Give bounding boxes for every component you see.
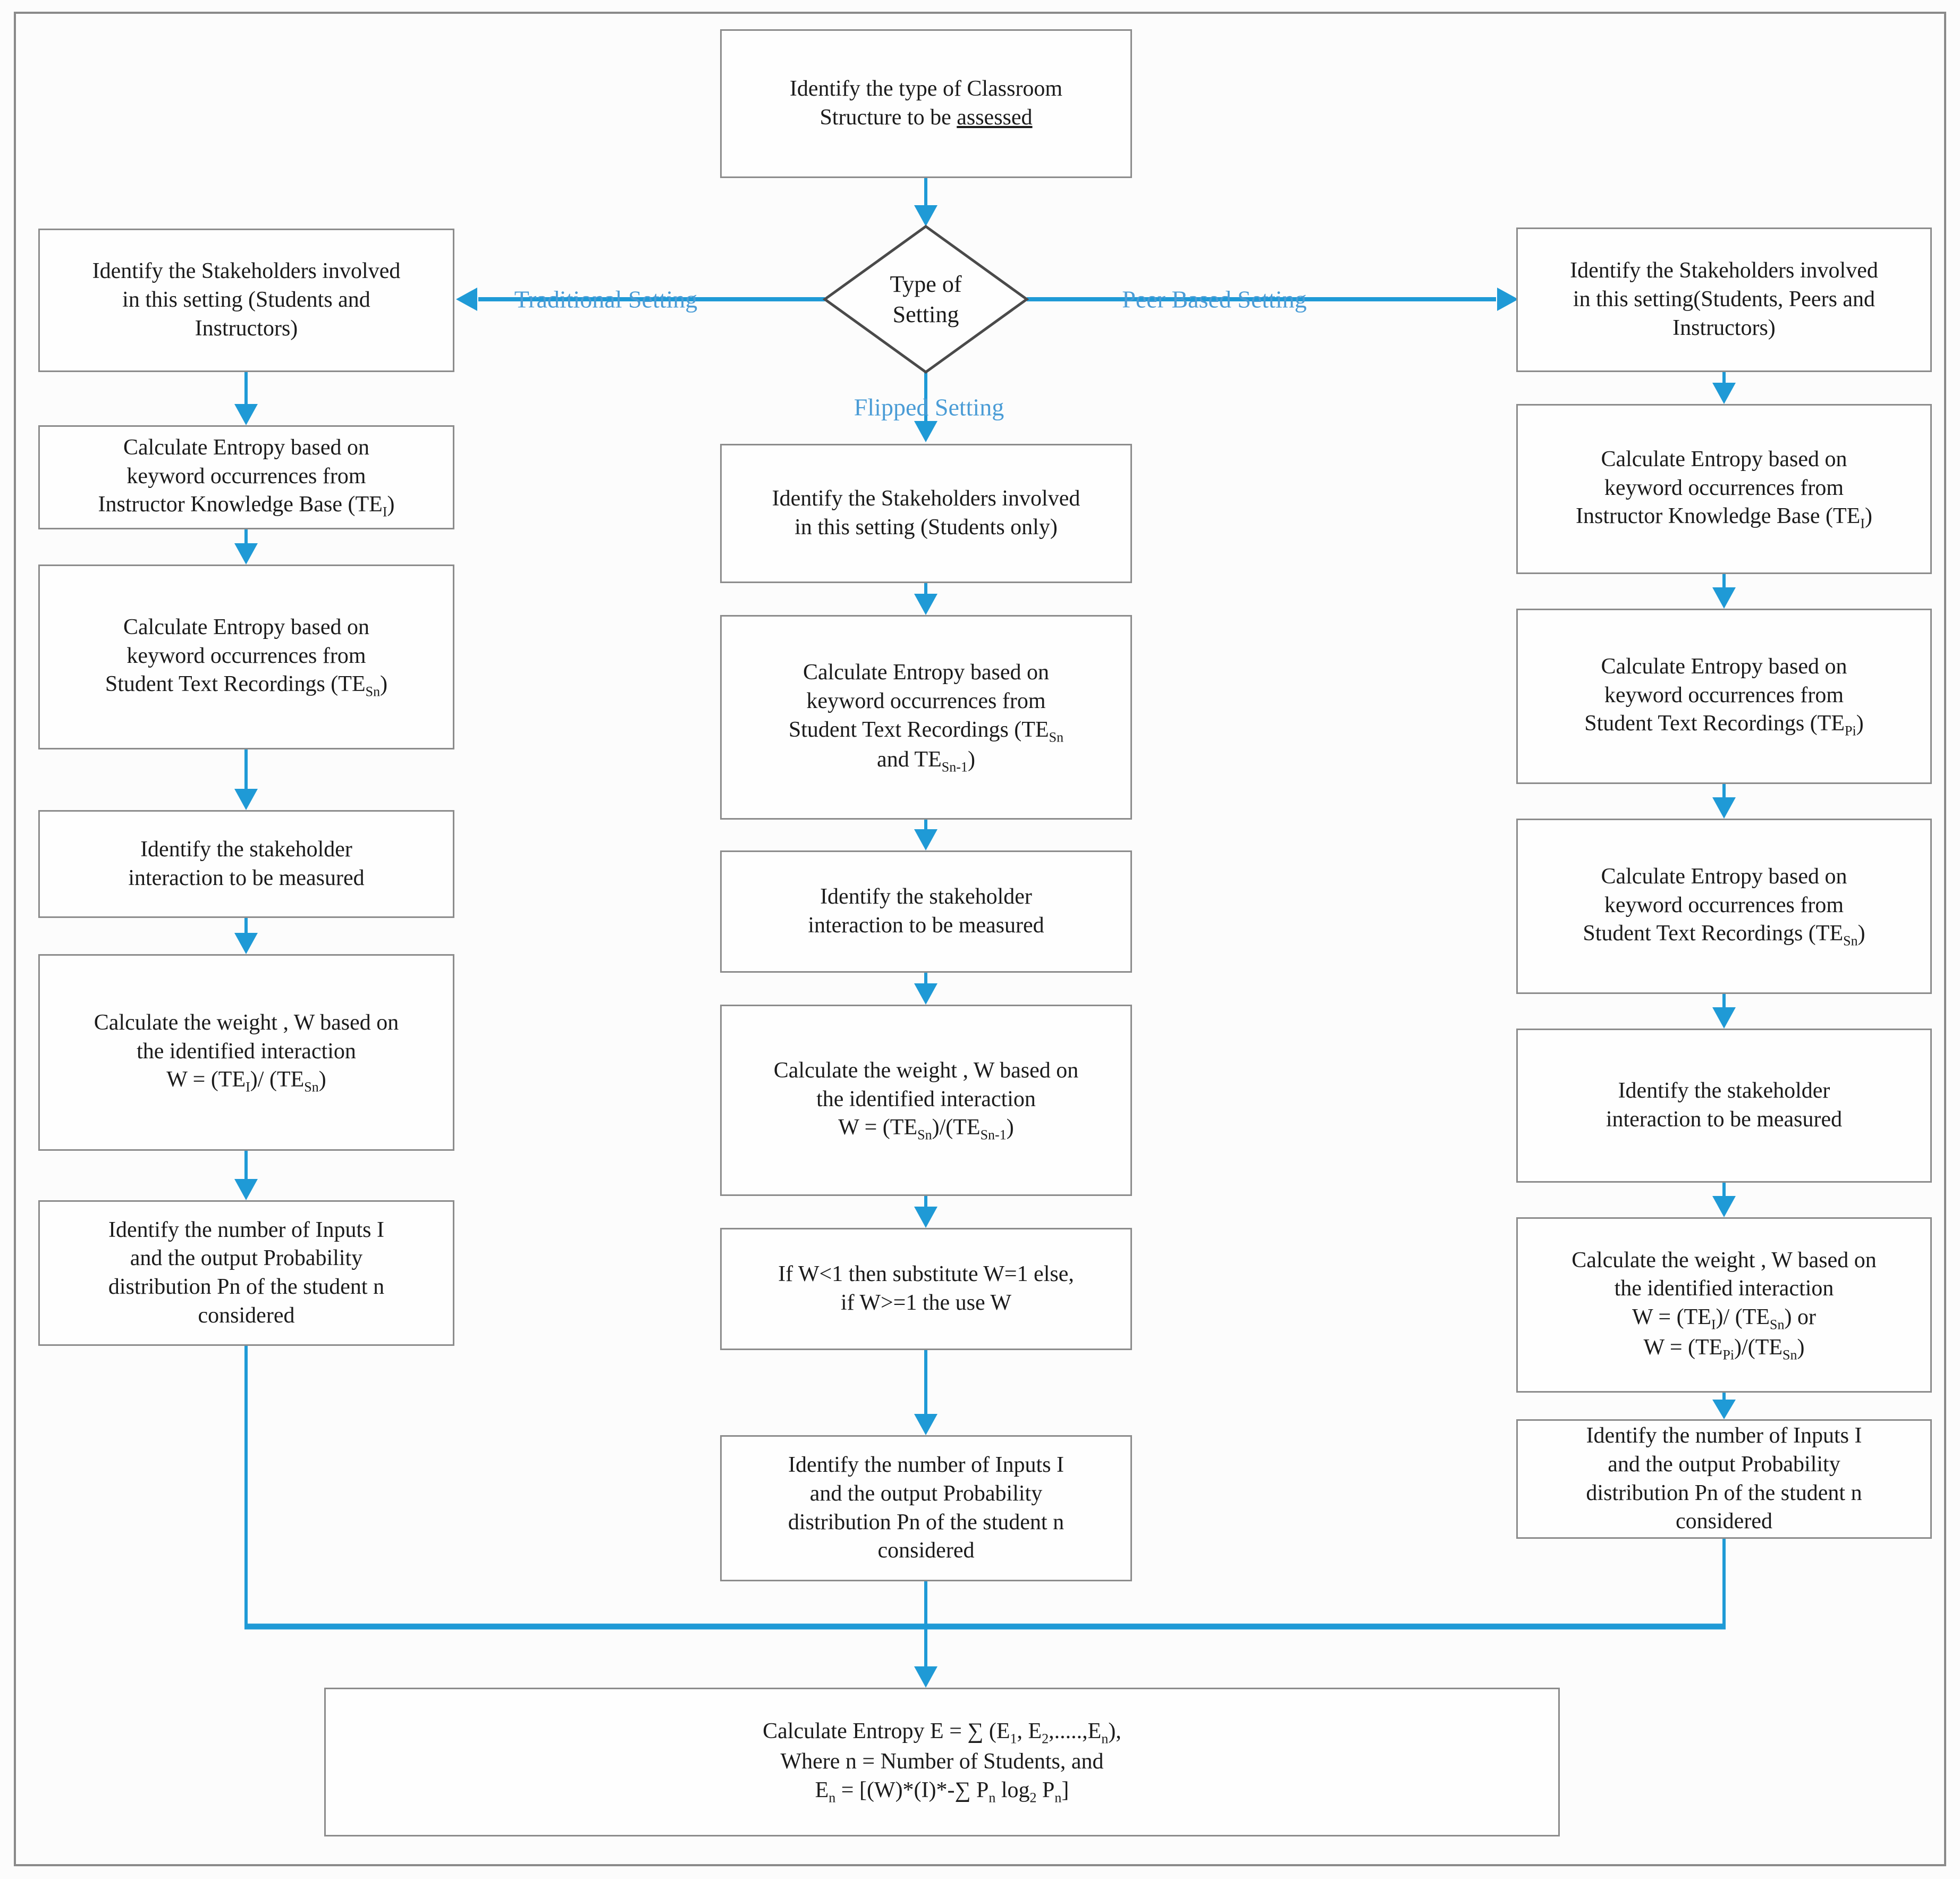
branch-label-traditional: Traditional Setting [514, 285, 698, 313]
arrow-heads [234, 205, 1736, 1688]
branch-label-peer: Peer Based Setting [1122, 285, 1307, 313]
flipped-step-5: If W<1 then substitute W=1 else,if W>=1 … [720, 1228, 1132, 1350]
merge-lines [244, 1346, 1726, 1630]
decision-diamond [822, 224, 1029, 374]
flow-box-final-entropy-text: Calculate Entropy E = ∑ (E1, E2,.....,En… [763, 1719, 1121, 1806]
flow-box-final-entropy: Calculate Entropy E = ∑ (E1, E2,.....,En… [324, 1688, 1560, 1836]
figure-border-frame [14, 12, 1946, 1866]
branch-label-flipped: Flipped Setting [854, 393, 1004, 421]
flipped-step-5-text: If W<1 then substitute W=1 else,if W>=1 … [778, 1262, 1074, 1315]
